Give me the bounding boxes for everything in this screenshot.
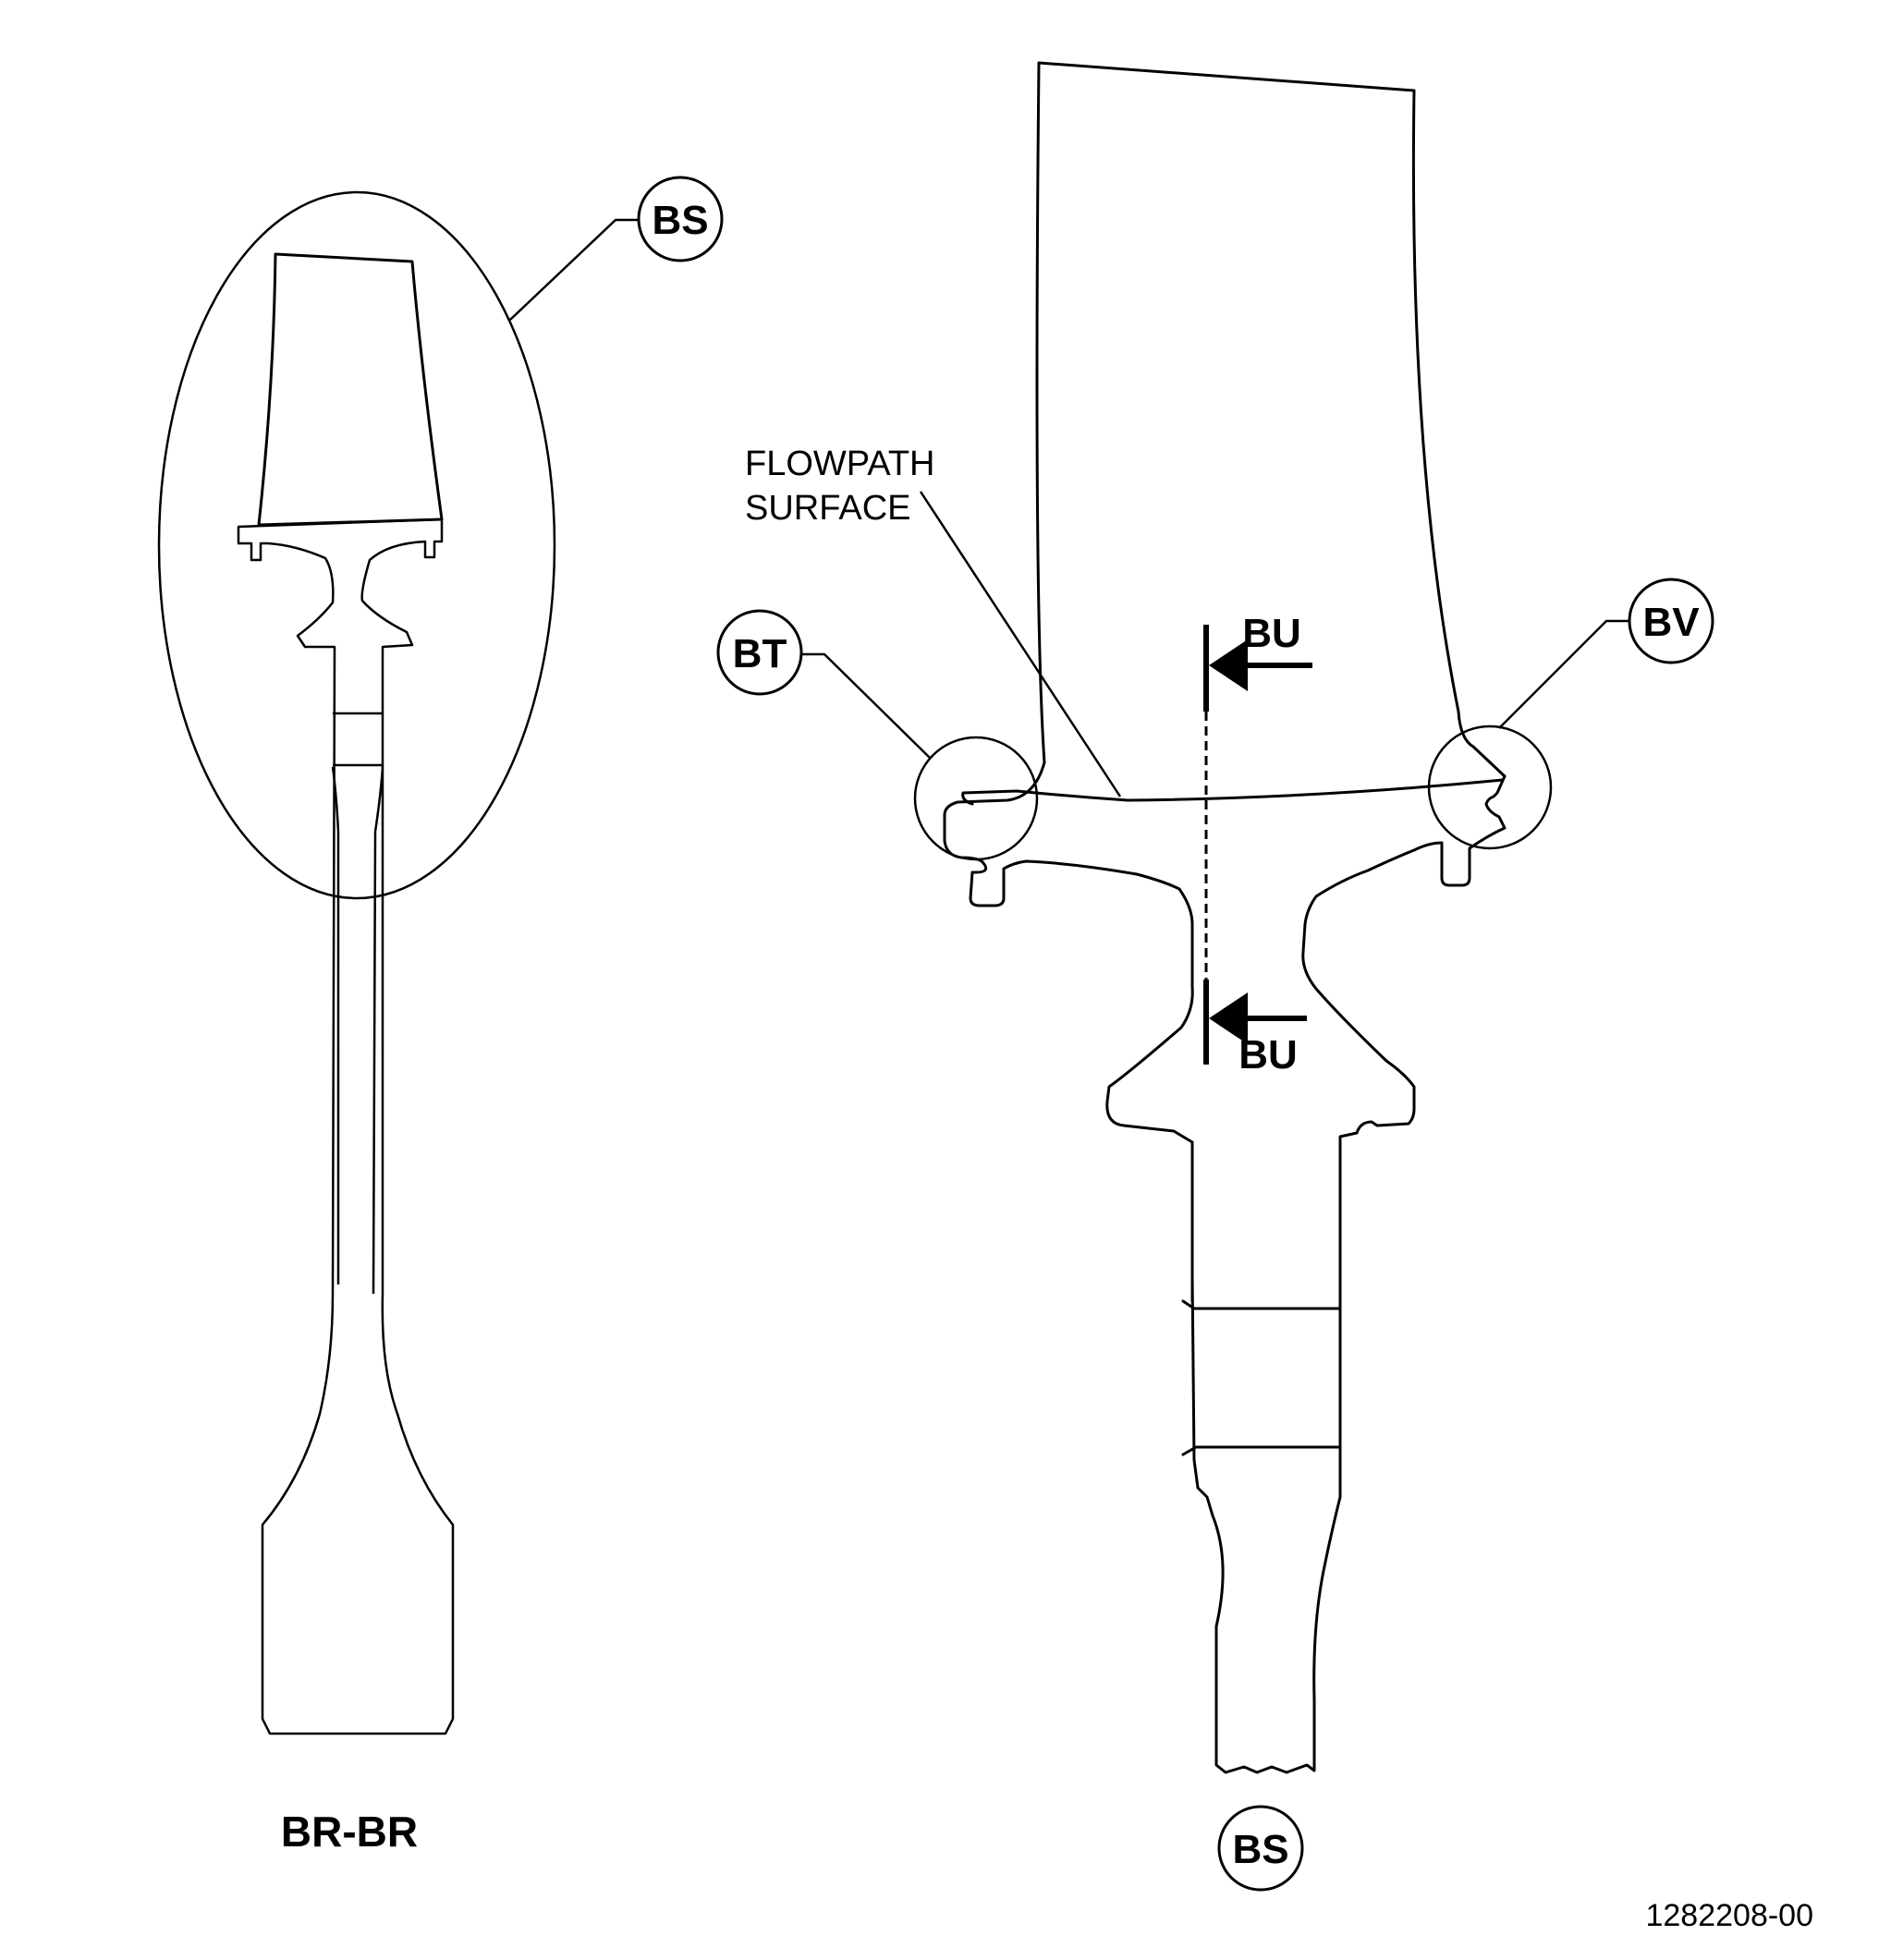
leader-bv xyxy=(1498,619,1629,729)
flowpath-surface-line xyxy=(961,778,1505,806)
label-bs-top: BS xyxy=(652,198,708,243)
flowpath-note-line1: FLOWPATH xyxy=(745,444,934,483)
detail-circle-bt xyxy=(913,736,1039,861)
arrow-bu-bottom xyxy=(1209,992,1248,1044)
label-bv: BV xyxy=(1642,600,1700,645)
label-bu-top: BU xyxy=(1242,611,1301,656)
left-neck xyxy=(331,766,384,1295)
section-view-br-br: BS BR-BR xyxy=(157,176,724,1856)
arrow-bu-top xyxy=(1209,639,1248,691)
bubble-bt xyxy=(716,609,803,696)
label-bs-bottom: BS xyxy=(1232,1827,1288,1872)
detail-ellipse-bs xyxy=(157,190,556,900)
label-bu-bottom: BU xyxy=(1238,1032,1298,1077)
bubble-bv xyxy=(1628,578,1714,664)
bubble-bs-bottom xyxy=(1217,1805,1304,1892)
leader-bt xyxy=(800,652,931,759)
right-shank-band xyxy=(1181,1445,1340,1456)
flowpath-leader xyxy=(919,491,1122,797)
bubble-bs-top xyxy=(637,176,724,262)
figure-number: 1282208-00 xyxy=(1645,1898,1813,1933)
left-platform-shank xyxy=(237,517,455,1735)
section-caption: BR-BR xyxy=(281,1808,418,1856)
enlarged-detail-bs: FLOWPATH SURFACE BU BU BT BV BS xyxy=(716,61,1714,1892)
detail-circle-bv xyxy=(1427,724,1553,850)
flowpath-note-line2: SURFACE xyxy=(745,489,910,528)
leader-bs-top xyxy=(509,218,638,321)
right-shank-band xyxy=(1181,1299,1340,1310)
right-airfoil xyxy=(1035,61,1507,778)
label-bt: BT xyxy=(733,631,787,676)
left-airfoil xyxy=(257,252,444,527)
right-platform-dovetail xyxy=(943,761,1507,1774)
